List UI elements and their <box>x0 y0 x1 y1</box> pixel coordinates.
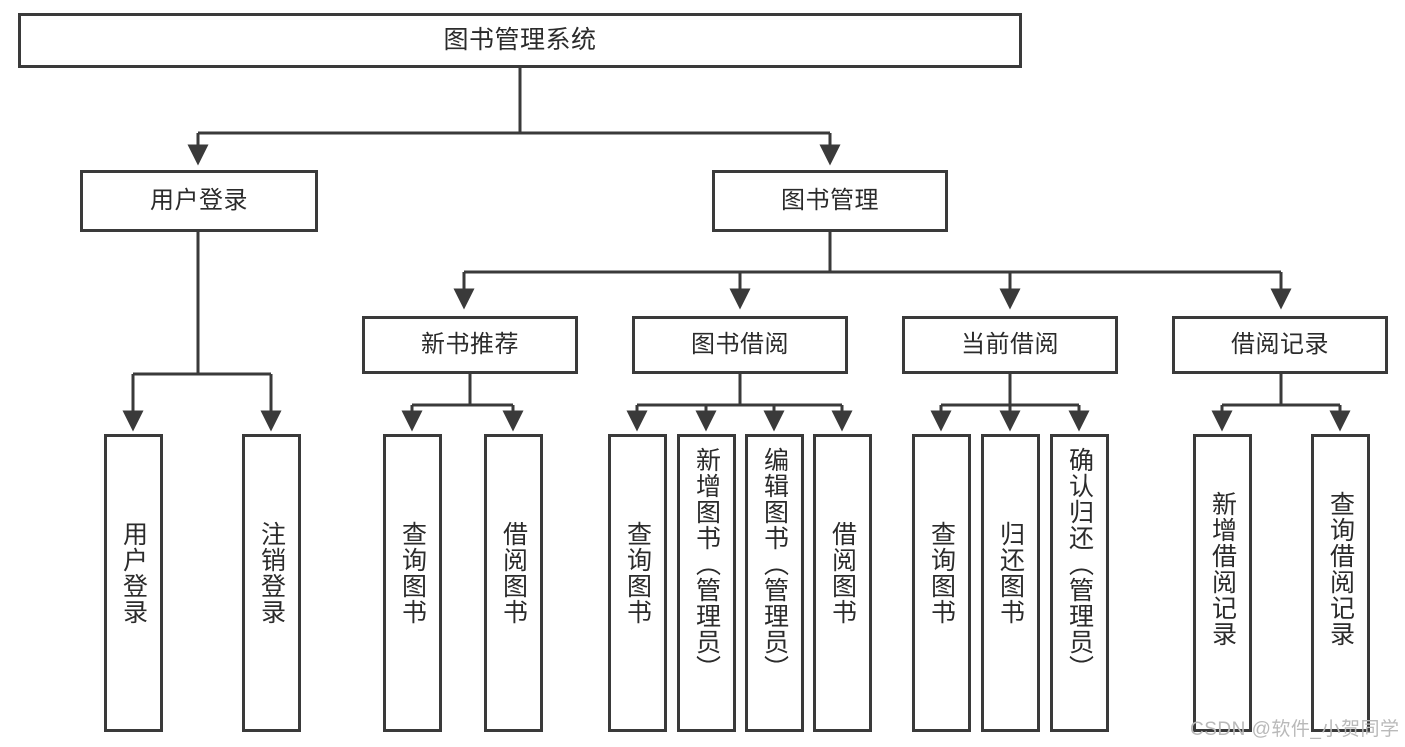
node-label: 用户登录 <box>119 521 148 625</box>
node-label: 借阅图书 <box>828 521 857 625</box>
leaf-book-borrow-edit[interactable]: 编辑图书（管理员） <box>745 434 804 732</box>
node-label: 新增借阅记录 <box>1208 491 1237 647</box>
node-label: 查询借阅记录 <box>1326 491 1355 647</box>
leaf-borrow-record-add[interactable]: 新增借阅记录 <box>1193 434 1252 732</box>
leaf-current-borrow-confirm-return[interactable]: 确认归还（管理员） <box>1050 434 1109 732</box>
csdn-watermark: CSDN @软件_小贺同学 <box>1190 719 1400 740</box>
leaf-current-borrow-query[interactable]: 查询图书 <box>912 434 971 732</box>
node-label: 新书推荐 <box>421 330 519 358</box>
node-label: 图书管理系统 <box>443 25 597 54</box>
node-label: 编辑图书（管理员） <box>760 447 789 681</box>
node-label: 当前借阅 <box>961 330 1059 358</box>
leaf-book-borrow-borrow[interactable]: 借阅图书 <box>813 434 872 732</box>
leaf-new-book-query[interactable]: 查询图书 <box>383 434 442 732</box>
leaf-user-login-logout[interactable]: 注销登录 <box>242 434 301 732</box>
node-borrow-record[interactable]: 借阅记录 <box>1172 316 1388 374</box>
node-label: 查询图书 <box>398 521 427 625</box>
node-label: 借阅记录 <box>1231 330 1329 358</box>
node-label: 新增图书（管理员） <box>692 447 721 681</box>
node-book-management[interactable]: 图书管理 <box>712 170 948 232</box>
leaf-book-borrow-query[interactable]: 查询图书 <box>608 434 667 732</box>
node-label: 查询图书 <box>927 521 956 625</box>
leaf-user-login-login[interactable]: 用户登录 <box>104 434 163 732</box>
leaf-new-book-borrow[interactable]: 借阅图书 <box>484 434 543 732</box>
node-label: 用户登录 <box>150 186 248 214</box>
node-label: 注销登录 <box>257 521 286 625</box>
leaf-borrow-record-query[interactable]: 查询借阅记录 <box>1311 434 1370 732</box>
leaf-current-borrow-return[interactable]: 归还图书 <box>981 434 1040 732</box>
node-current-borrow[interactable]: 当前借阅 <box>902 316 1118 374</box>
node-root-system[interactable]: 图书管理系统 <box>18 13 1022 68</box>
node-book-borrow[interactable]: 图书借阅 <box>632 316 848 374</box>
node-label: 图书管理 <box>781 186 879 214</box>
node-label: 归还图书 <box>996 521 1025 625</box>
node-label: 查询图书 <box>623 521 652 625</box>
leaf-book-borrow-add[interactable]: 新增图书（管理员） <box>677 434 736 732</box>
node-user-login[interactable]: 用户登录 <box>80 170 318 232</box>
node-label: 确认归还（管理员） <box>1065 447 1094 681</box>
node-label: 图书借阅 <box>691 330 789 358</box>
node-label: 借阅图书 <box>499 521 528 625</box>
node-new-book-recommend[interactable]: 新书推荐 <box>362 316 578 374</box>
